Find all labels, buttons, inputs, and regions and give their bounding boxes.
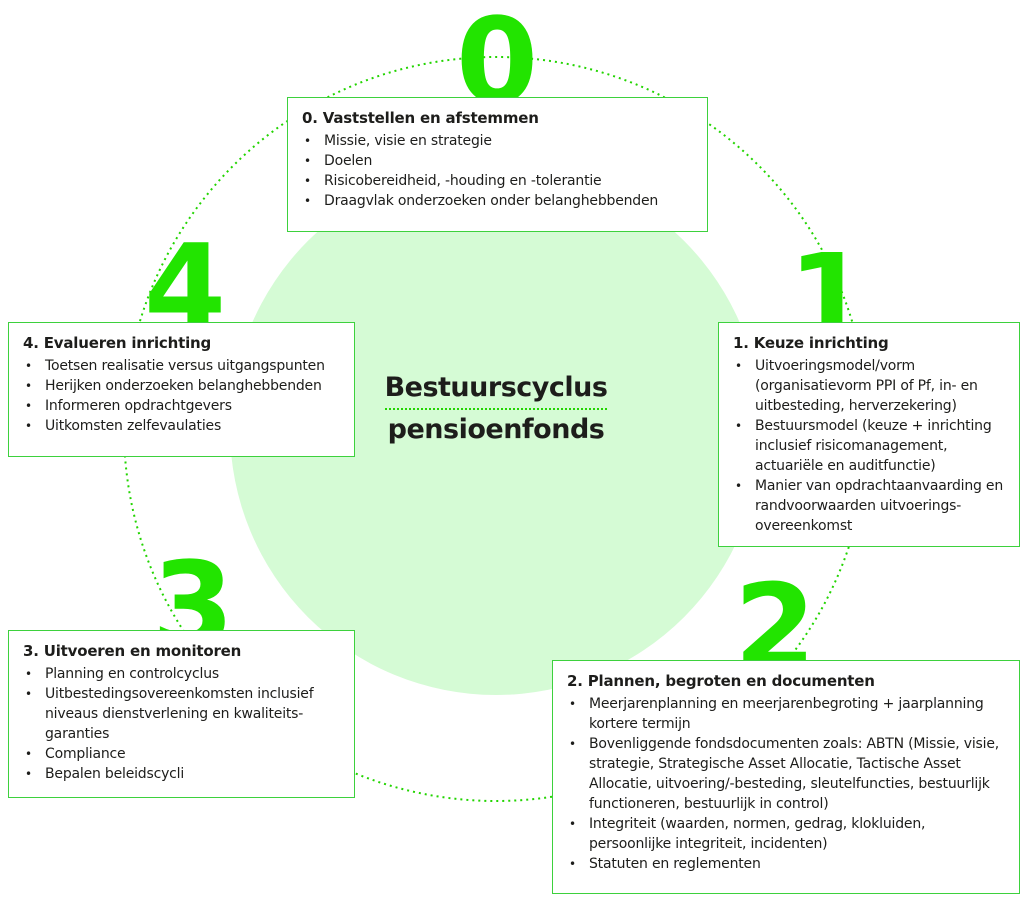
list-item: Missie, visie en strategie — [302, 131, 697, 151]
step-box-0: 0. Vaststellen en afstemmen Missie, visi… — [287, 97, 708, 232]
step-list-3: Planning en controlcyclus Uitbestedingso… — [23, 664, 344, 784]
step-list-4: Toetsen realisatie versus uitgangspunten… — [23, 356, 344, 436]
step-list-0: Missie, visie en strategie Doelen Risico… — [302, 131, 697, 211]
list-item: Herijken onderzoeken belanghebbenden — [23, 376, 344, 396]
step-box-4: 4. Evalueren inrichting Toetsen realisat… — [8, 322, 355, 457]
step-title-0: 0. Vaststellen en afstemmen — [302, 109, 539, 127]
list-item: Bestuursmodel (keuze + inrichting inclus… — [733, 416, 1009, 476]
list-item: Integriteit (waarden, normen, gedrag, kl… — [567, 814, 1009, 854]
list-item: Uitkomsten zelfevaulaties — [23, 416, 344, 436]
list-item: Planning en controlcyclus — [23, 664, 344, 684]
list-item: Compliance — [23, 744, 344, 764]
list-item: Bepalen beleidscycli — [23, 764, 344, 784]
step-list-1: Uitvoeringsmodel/vorm (organisatievorm P… — [733, 356, 1009, 536]
step-box-1: 1. Keuze inrichting Uitvoeringsmodel/vor… — [718, 322, 1020, 547]
step-title-2: 2. Plannen, begroten en documenten — [567, 672, 875, 690]
list-item: Doelen — [302, 151, 697, 171]
step-box-3: 3. Uitvoeren en monitoren Planning en co… — [8, 630, 355, 798]
list-item: Draagvlak onderzoeken onder belanghebben… — [302, 191, 697, 211]
center-title-line2: pensioenfonds — [387, 414, 605, 445]
center-title: Bestuurscyclus pensioenfonds — [356, 368, 636, 450]
step-list-2: Meerjarenplanning en meerjarenbegroting … — [567, 694, 1009, 874]
center-filled-circle — [230, 163, 762, 695]
list-item: Statuten en reglementen — [567, 854, 1009, 874]
list-item: Risicobereidheid, -houding en -toleranti… — [302, 171, 697, 191]
center-title-line1: Bestuurscyclus — [384, 368, 608, 410]
step-box-2: 2. Plannen, begroten en documenten Meerj… — [552, 660, 1020, 894]
step-title-4: 4. Evalueren inrichting — [23, 334, 212, 352]
list-item: Bovenliggende fondsdocumenten zoals: ABT… — [567, 734, 1009, 814]
list-item: Toetsen realisatie versus uitgangspunten — [23, 356, 344, 376]
step-title-3: 3. Uitvoeren en monitoren — [23, 642, 242, 660]
list-item: Manier van opdrachtaanvaarding en randvo… — [733, 476, 1009, 536]
list-item: Meerjarenplanning en meerjarenbegroting … — [567, 694, 1009, 734]
step-title-1: 1. Keuze inrichting — [733, 334, 889, 352]
list-item: Uitbestedingsovereenkomsten inclusief ni… — [23, 684, 344, 744]
list-item: Informeren opdrachtgevers — [23, 396, 344, 416]
list-item: Uitvoeringsmodel/vorm (organisatievorm P… — [733, 356, 1009, 416]
